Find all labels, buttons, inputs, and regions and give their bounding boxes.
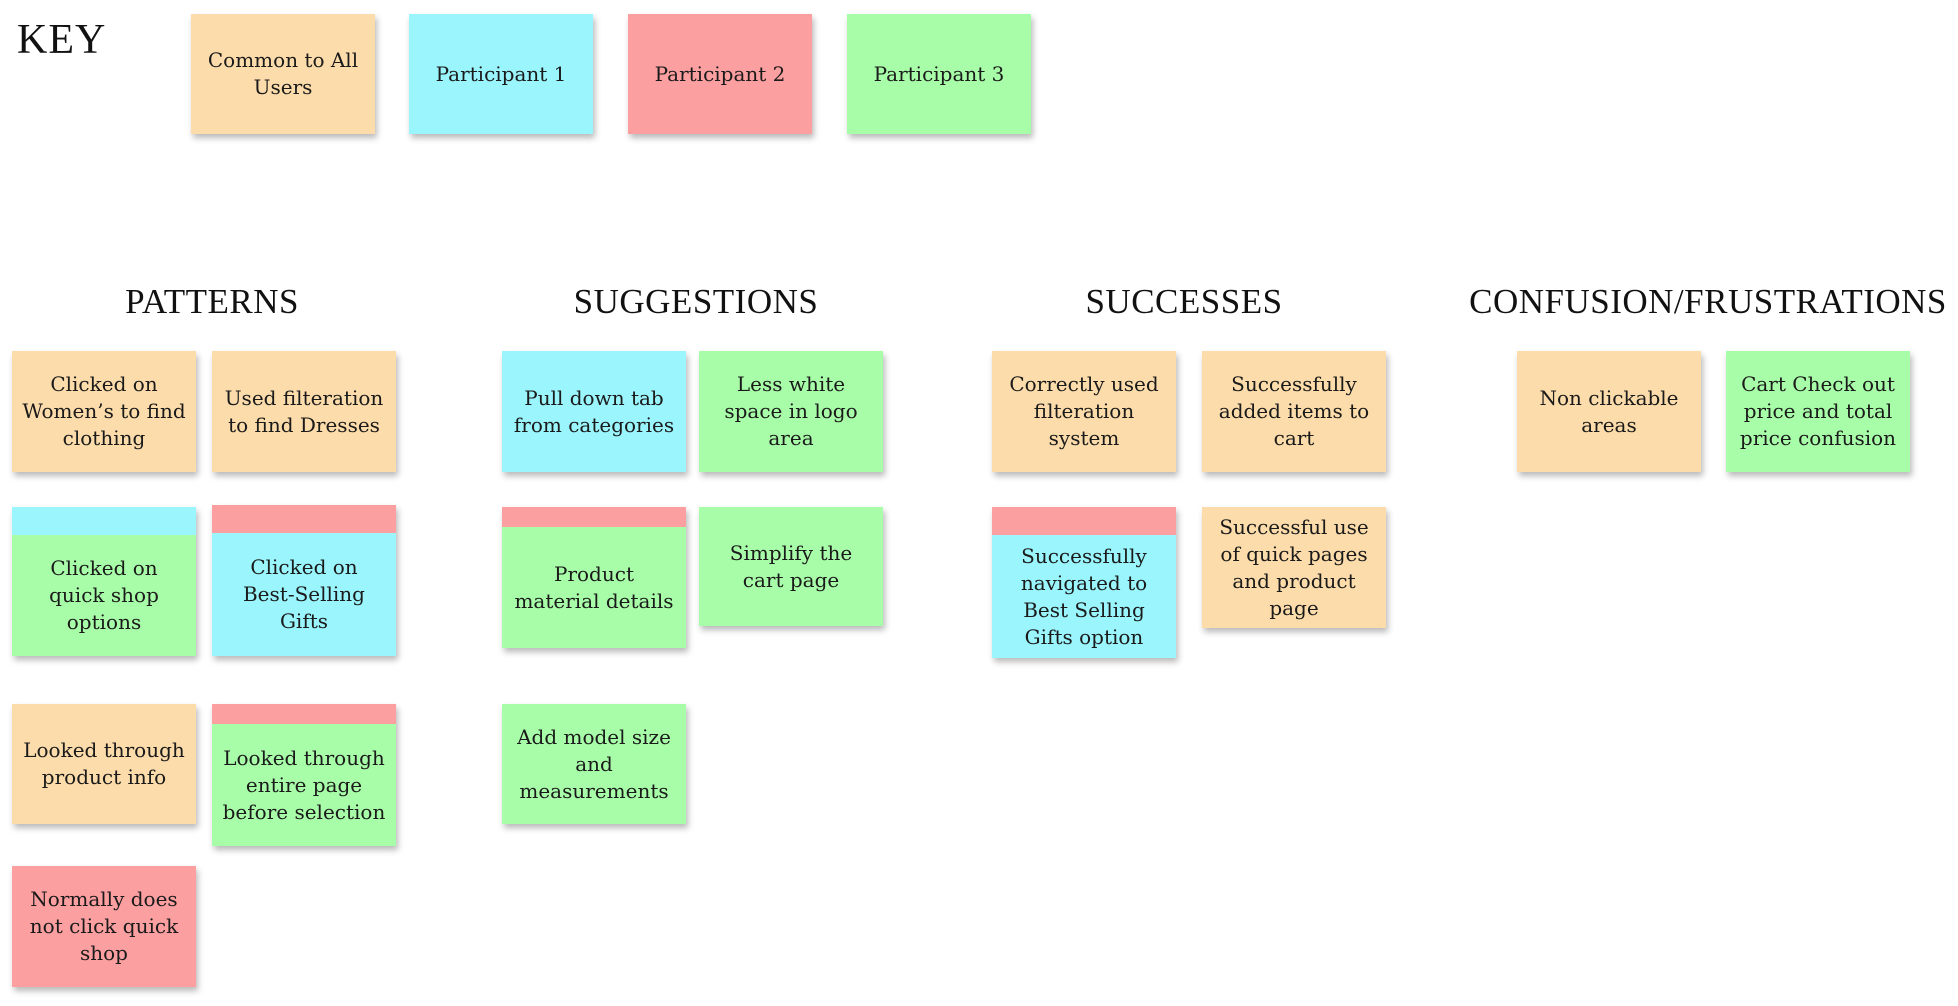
patterns-note-text: Used filteration to find Dresses [224,385,384,437]
participant-2-tag [502,507,686,527]
key-participant-2-label: Participant 2 [654,61,786,86]
patterns-note-quick-shop: Clicked on quick shop options [12,507,196,656]
key-participant-1-note: Participant 1 [409,14,593,134]
key-participant-2-note: Participant 2 [628,14,812,134]
successes-note-text: Successful use of quick pages and produc… [1219,514,1369,620]
suggestions-note-model-size: Add model size and measurements [502,704,686,824]
confusion-heading: CONFUSION/FRUSTRATIONS [1469,282,1947,321]
patterns-note-text: Clicked on quick shop options [49,556,159,634]
participant-2-tag [992,507,1176,535]
successes-note-best-selling: Successfully navigated to Best Selling G… [992,507,1176,658]
patterns-note-text: Clicked on Women’s to find clothing [22,372,186,450]
suggestions-note-text: Product material details [514,561,674,613]
suggestions-note-cart-page: Simplify the cart page [699,507,883,626]
suggestions-note-pull-down: Pull down tab from categories [502,351,686,472]
confusion-note-text: Non clickable areas [1539,385,1679,437]
patterns-note-filteration: Used filteration to find Dresses [212,351,396,472]
successes-note-filteration: Correctly used filteration system [992,351,1176,472]
successes-note-added-to-cart: Successfully added items to cart [1202,351,1386,472]
key-common-label: Common to All Users [207,48,359,99]
patterns-heading: PATTERNS [125,282,299,321]
suggestions-note-text: Less white space in logo area [724,372,858,450]
suggestions-note-text: Pull down tab from categories [513,385,675,437]
confusion-note-text: Cart Check out price and total price con… [1739,372,1897,450]
suggestions-note-white-space: Less white space in logo area [699,351,883,472]
patterns-note-no-quick-shop: Normally does not click quick shop [12,866,196,987]
suggestions-note-text: Simplify the cart page [729,540,853,592]
suggestions-note-text: Add model size and measurements [517,724,671,803]
successes-note-text: Correctly used filteration system [1009,372,1159,450]
participant-2-tag [212,704,396,724]
patterns-note-text: Looked through product info [23,738,185,789]
suggestions-heading: SUGGESTIONS [573,282,819,321]
patterns-note-entire-page: Looked through entire page before select… [212,704,396,846]
patterns-note-product-info: Looked through product info [12,704,196,824]
patterns-note-text: Clicked on Best-Selling Gifts [242,555,365,633]
confusion-note-cart-price: Cart Check out price and total price con… [1726,351,1910,472]
successes-note-quick-pages: Successful use of quick pages and produc… [1202,507,1386,628]
patterns-note-text: Looked through entire page before select… [222,745,386,824]
key-participant-1-label: Participant 1 [435,61,567,86]
successes-note-text: Successfully navigated to Best Selling G… [1020,543,1148,649]
patterns-note-text: Normally does not click quick shop [29,887,179,965]
key-participant-3-note: Participant 3 [847,14,1031,134]
confusion-note-non-clickable: Non clickable areas [1517,351,1701,472]
patterns-note-womens: Clicked on Women’s to find clothing [12,351,196,472]
key-common-note: Common to All Users [191,14,375,134]
suggestions-note-material: Product material details [502,507,686,648]
successes-heading: SUCCESSES [1085,282,1283,321]
key-title: KEY [17,17,107,63]
participant-1-tag [12,507,196,535]
patterns-note-best-selling: Clicked on Best-Selling Gifts [212,505,396,656]
key-participant-3-label: Participant 3 [873,61,1005,86]
participant-2-tag [212,505,396,533]
successes-note-text: Successfully added items to cart [1218,372,1370,450]
